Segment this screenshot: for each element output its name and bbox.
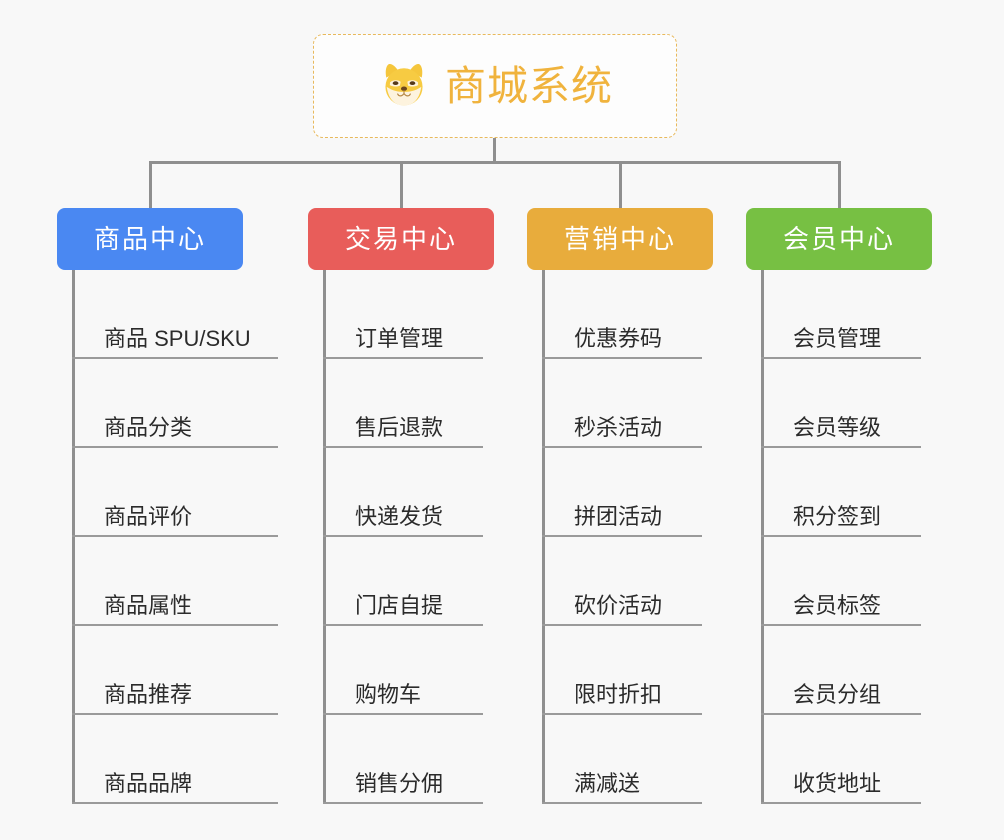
leaf-item-label: 会员管理 (793, 326, 882, 351)
category-label-member-center: 会员中心 (782, 224, 895, 254)
leaf-item-underline (542, 535, 702, 537)
column-spine-product-center (72, 270, 75, 804)
leaf-item-underline (72, 624, 278, 626)
connector-horizontal-bus (150, 161, 840, 164)
category-box-trade-center[interactable]: 交易中心 (308, 208, 494, 270)
leaf-item-label: 收货地址 (793, 771, 882, 796)
column-spine-trade-center (323, 270, 326, 804)
leaf-item[interactable]: 限时折扣 (542, 626, 702, 715)
leaf-item-label: 订单管理 (355, 326, 444, 351)
leaf-item[interactable]: 优惠券码 (542, 270, 702, 359)
leaf-item-label: 限时折扣 (574, 682, 663, 707)
leaf-item[interactable]: 商品属性 (72, 537, 278, 626)
leaf-item-label: 秒杀活动 (574, 415, 663, 440)
shiba-dog-face-icon (385, 63, 423, 106)
category-box-member-center[interactable]: 会员中心 (746, 208, 932, 270)
category-box-product-center[interactable]: 商品中心 (57, 208, 243, 270)
leaf-item[interactable]: 秒杀活动 (542, 359, 702, 448)
leaf-item-underline (323, 802, 483, 804)
column-spine-member-center (761, 270, 764, 804)
leaf-item[interactable]: 销售分佣 (323, 715, 483, 804)
leaf-item-underline (323, 624, 483, 626)
leaf-item-underline (761, 357, 921, 359)
leaf-item-label: 快递发货 (355, 504, 444, 529)
root-node-title: 商城系统 (445, 62, 613, 109)
leaf-item-underline (323, 713, 483, 715)
leaf-item-underline (323, 357, 483, 359)
leaf-item-label: 拼团活动 (574, 504, 663, 529)
leaf-item-underline (542, 446, 702, 448)
leaf-item-underline (542, 357, 702, 359)
leaf-item-label: 商品品牌 (104, 771, 193, 796)
connector-root-stem (493, 138, 496, 163)
leaf-item[interactable]: 积分签到 (761, 448, 921, 537)
leaf-item[interactable]: 商品推荐 (72, 626, 278, 715)
root-node-shopping-mall-system[interactable]: 商城系统 (313, 34, 677, 138)
leaf-item-label: 商品评价 (104, 504, 193, 529)
leaf-item-underline (542, 624, 702, 626)
leaf-item-underline (72, 357, 278, 359)
leaf-item[interactable]: 收货地址 (761, 715, 921, 804)
leaf-item-underline (542, 802, 702, 804)
leaf-item-label: 门店自提 (355, 593, 444, 618)
leaf-item[interactable]: 会员等级 (761, 359, 921, 448)
leaf-item[interactable]: 快递发货 (323, 448, 483, 537)
category-label-marketing-center: 营销中心 (563, 224, 676, 254)
leaf-item[interactable]: 会员管理 (761, 270, 921, 359)
leaf-item-label: 购物车 (355, 682, 422, 707)
leaf-item-label: 售后退款 (355, 415, 444, 440)
leaf-item-label: 会员标签 (793, 593, 882, 618)
leaf-item-underline (761, 624, 921, 626)
leaf-item-underline (761, 802, 921, 804)
leaf-item-underline (761, 446, 921, 448)
leaf-item-label: 满减送 (574, 771, 641, 796)
leaf-item[interactable]: 购物车 (323, 626, 483, 715)
leaf-item[interactable]: 商品品牌 (72, 715, 278, 804)
connector-drop-member-center (838, 161, 841, 208)
leaf-item[interactable]: 满减送 (542, 715, 702, 804)
leaf-item[interactable]: 商品分类 (72, 359, 278, 448)
leaf-item[interactable]: 订单管理 (323, 270, 483, 359)
connector-drop-product-center (149, 161, 152, 208)
leaf-item-label: 积分签到 (793, 504, 882, 529)
leaf-item-underline (323, 535, 483, 537)
leaf-item-underline (761, 535, 921, 537)
leaf-item-underline (72, 713, 278, 715)
leaf-item-label: 商品分类 (104, 415, 193, 440)
leaf-item[interactable]: 门店自提 (323, 537, 483, 626)
leaf-item[interactable]: 售后退款 (323, 359, 483, 448)
leaf-item-label: 会员等级 (793, 415, 882, 440)
leaf-item-label: 销售分佣 (355, 771, 444, 796)
leaf-item-underline (72, 535, 278, 537)
connector-drop-trade-center (400, 161, 403, 208)
leaf-item-label: 砍价活动 (574, 593, 663, 618)
leaf-item-underline (72, 446, 278, 448)
leaf-item-label: 商品推荐 (104, 682, 193, 707)
leaf-item-underline (761, 713, 921, 715)
leaf-item-underline (323, 446, 483, 448)
leaf-item-label: 优惠券码 (574, 326, 663, 351)
column-spine-marketing-center (542, 270, 545, 804)
connector-drop-marketing-center (619, 161, 622, 208)
category-label-trade-center: 交易中心 (344, 224, 457, 254)
category-box-marketing-center[interactable]: 营销中心 (527, 208, 713, 270)
leaf-item[interactable]: 拼团活动 (542, 448, 702, 537)
leaf-item[interactable]: 砍价活动 (542, 537, 702, 626)
leaf-item[interactable]: 商品 SPU/SKU (72, 270, 278, 359)
leaf-item-underline (72, 802, 278, 804)
leaf-item[interactable]: 会员标签 (761, 537, 921, 626)
leaf-item[interactable]: 商品评价 (72, 448, 278, 537)
leaf-item-label: 会员分组 (793, 682, 882, 707)
leaf-item-label: 商品属性 (104, 593, 193, 618)
leaf-item-underline (542, 713, 702, 715)
leaf-item-label: 商品 SPU/SKU (104, 326, 251, 351)
category-label-product-center: 商品中心 (93, 224, 206, 254)
leaf-item[interactable]: 会员分组 (761, 626, 921, 715)
